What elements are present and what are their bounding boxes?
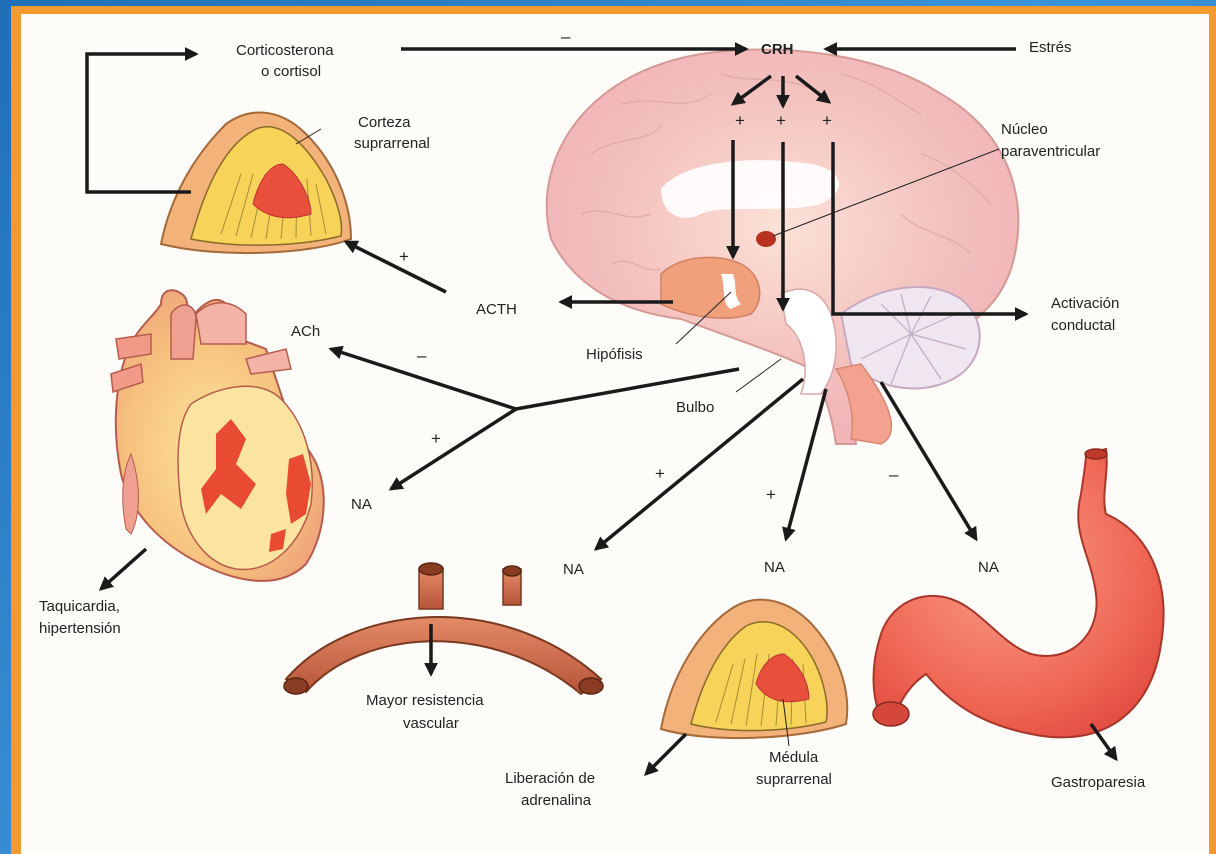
arrow-to-na-heart [391,409,516,489]
sign-ach: – [417,346,427,365]
arrow-to-na-medula [786,389,826,539]
label-na-vessel: NA [563,561,584,578]
sign-crh-right: + [822,111,832,130]
sign-cortisol-to-crh: – [561,27,571,46]
stomach-illustration [873,449,1164,737]
label-liberacion-2: adrenalina [521,792,592,809]
label-activacion-1: Activación [1051,295,1119,312]
label-activacion-2: conductal [1051,317,1115,334]
label-nucleo-2: paraventricular [1001,143,1100,160]
label-corticosterona: Corticosterona [236,42,334,59]
sign-na-heart: + [431,429,441,448]
sign-na-medula: + [766,485,776,504]
label-mayor-1: Mayor resistencia [366,692,484,709]
label-medula-1: Médula [769,749,819,766]
sign-acth-to-cortex: + [399,247,409,266]
label-na-medula: NA [764,559,785,576]
sign-na-stomach: – [889,465,899,484]
label-taquicardia-2: hipertensión [39,620,121,637]
label-gastroparesia: Gastroparesia [1051,774,1146,791]
label-corteza-2: suprarrenal [354,135,430,152]
arrow-cortex-feedback [87,54,196,192]
label-acth: ACTH [476,301,517,318]
label-mayor-2: vascular [403,715,459,732]
label-taquicardia-1: Taquicardia, [39,598,120,615]
sign-na-vessel: + [655,464,665,483]
arrow-tachycardia [101,549,146,589]
blood-vessel-illustration [284,563,603,694]
adrenal-medulla-illustration [661,600,847,738]
stress-response-diagram: Corticosterona o cortisol CRH Estrés Cor… [21,14,1209,854]
label-na-heart: NA [351,496,372,513]
label-bulbo: Bulbo [676,399,714,416]
diagram-canvas: Corticosterona o cortisol CRH Estrés Cor… [21,14,1209,854]
arrow-to-na-stomach [881,382,976,539]
sign-crh-left: + [735,111,745,130]
label-hipofisis: Hipófisis [586,346,643,363]
label-nucleo-1: Núcleo [1001,121,1048,138]
adrenal-cortex-illustration [161,113,351,254]
leader-bulbo [736,359,781,392]
label-o-cortisol: o cortisol [261,63,321,80]
label-liberacion-1: Liberación de [505,770,595,787]
arrow-acth-to-cortex [346,242,446,292]
label-estres: Estrés [1029,39,1072,56]
sign-crh-mid: + [776,111,786,130]
label-crh: CRH [761,41,794,58]
label-na-stomach: NA [978,559,999,576]
label-medula-2: suprarrenal [756,771,832,788]
label-ach: ACh [291,323,320,340]
arrow-adrenaline [646,734,686,774]
label-corteza-1: Corteza [358,114,411,131]
